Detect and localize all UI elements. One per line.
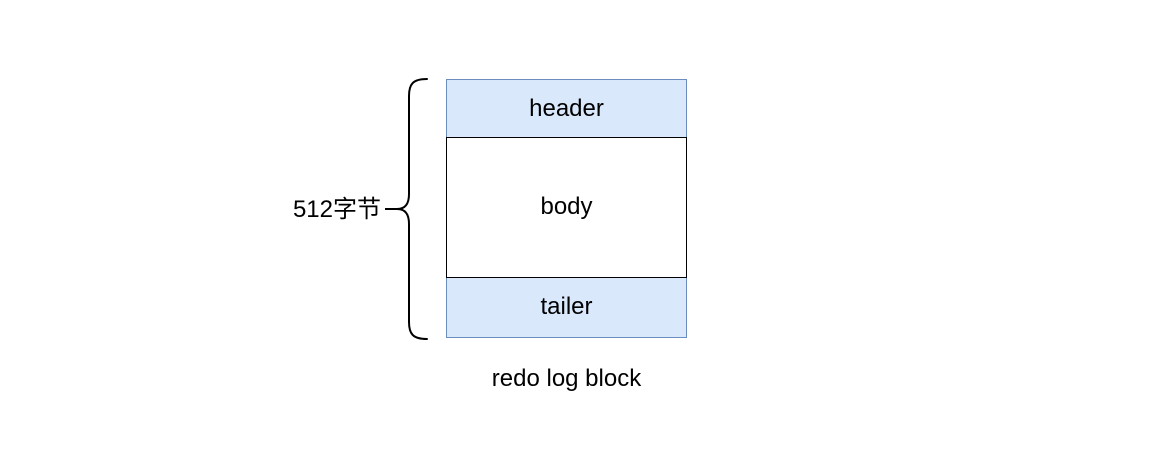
block-tailer: tailer [446,275,687,338]
redo-log-block-stack: header body tailer [446,79,687,338]
block-header-label: header [529,94,604,122]
diagram-caption: redo log block [491,365,642,392]
curly-brace-icon [385,78,428,340]
block-header: header [446,79,687,138]
brace-size-label: 512字节 [292,196,381,223]
block-body-label: body [540,193,593,221]
block-tailer-label: tailer [540,292,593,320]
block-body: body [446,136,687,278]
